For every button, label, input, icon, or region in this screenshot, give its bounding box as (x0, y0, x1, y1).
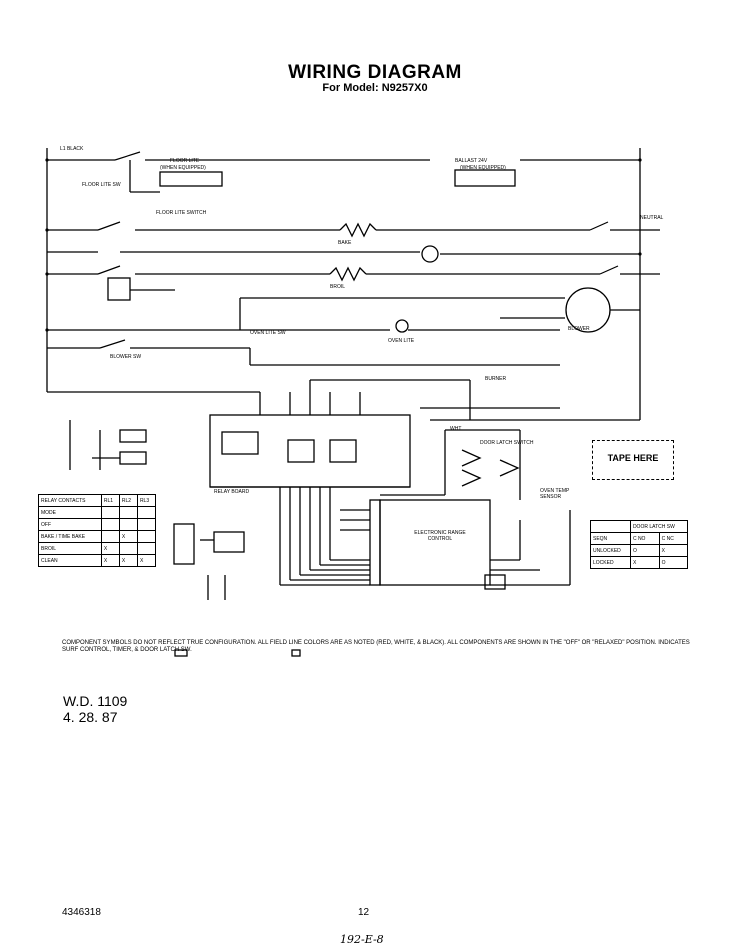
label-blower-sw: BLOWER SW (110, 354, 142, 360)
relay-header-3: RL3 (136, 494, 157, 507)
door-sub-1: C NO (629, 532, 660, 545)
label-floor-lite-sw: FLOOR LITE SW (82, 182, 121, 188)
label-oven-temp-sensor: OVEN TEMP SENSOR (540, 488, 570, 500)
relay-cell: OFF (38, 518, 102, 531)
relay-cell (136, 542, 157, 555)
door-cell: X (658, 544, 689, 557)
tape-here-box: TAPE HERE (592, 440, 674, 480)
relay-contacts-table: RELAY CONTACTS RL1 RL2 RL3 MODE OFF BAKE… (38, 494, 157, 567)
legend-text: INDICATES SURF CONTROL, TIMER, & DOOR LA… (62, 640, 690, 653)
relay-cell (100, 506, 120, 519)
door-sub-0: SEQN (590, 532, 631, 545)
relay-cell: X (118, 554, 138, 567)
label-bake: BAKE (338, 240, 352, 246)
label-electronic-range-control: ELECTRONIC RANGE CONTROL (414, 530, 466, 542)
relay-cell (136, 518, 157, 531)
relay-cell: MODE (38, 506, 102, 519)
door-cell: O (629, 544, 660, 557)
label-ballast: BALLAST 24V (455, 158, 488, 164)
relay-cell (136, 506, 157, 519)
door-cell: LOCKED (590, 556, 631, 569)
wd-block: W.D. 1109 4. 28. 87 (63, 693, 127, 725)
relay-header-1: RL1 (100, 494, 120, 507)
label-burner: BURNER (485, 376, 507, 382)
label-wht: WHT (450, 426, 462, 432)
relay-cell: X (100, 554, 120, 567)
door-sub-2: C NC (658, 532, 689, 545)
relay-cell: BROIL (38, 542, 102, 555)
label-oven-lite: OVEN LITE (388, 338, 415, 344)
relay-cell: X (100, 542, 120, 555)
relay-cell (136, 530, 157, 543)
door-header-1: DOOR LATCH SW (629, 520, 689, 533)
label-oven-lite-sw: OVEN LITE SW (250, 330, 286, 336)
relay-cell (118, 542, 138, 555)
wd-date: 4. 28. 87 (63, 709, 118, 725)
door-cell: X (629, 556, 660, 569)
door-latch-table: DOOR LATCH SW SEQN C NO C NC UNLOCKED O … (590, 520, 689, 569)
relay-cell: X (118, 530, 138, 543)
label-when-equipped-1: (WHEN EQUIPPED) (160, 165, 206, 171)
label-neutral: NEUTRAL (640, 215, 664, 221)
relay-cell: BAKE / TIME BAKE (38, 530, 102, 543)
label-blower: BLOWER (568, 326, 590, 332)
label-door-latch-switch: DOOR LATCH SWITCH (480, 440, 534, 446)
door-cell: UNLOCKED (590, 544, 631, 557)
relay-header-2: RL2 (118, 494, 138, 507)
note-text: COMPONENT SYMBOLS DO NOT REFLECT TRUE CO… (62, 640, 657, 646)
label-floor-lite: FLOOR LITE (170, 158, 200, 164)
page-title: WIRING DIAGRAM (288, 62, 462, 83)
relay-cell: CLEAN (38, 554, 102, 567)
relay-cell: X (136, 554, 157, 567)
page-number: 12 (358, 907, 370, 918)
label-floor-lite-switch: FLOOR LITE SWITCH (156, 210, 207, 216)
relay-cell (118, 506, 138, 519)
door-cell: O (658, 556, 689, 569)
part-number: 4346318 (62, 907, 101, 918)
label-black: L1 BLACK (60, 146, 84, 152)
relay-cell (100, 530, 120, 543)
label-when-equipped-2: (WHEN EQUIPPED) (460, 165, 506, 171)
relay-cell (100, 518, 120, 531)
label-broil: BROIL (330, 284, 346, 290)
relay-header-0: RELAY CONTACTS (38, 494, 102, 507)
handwritten-note: 192-E-8 (340, 933, 384, 946)
label-relay-board: RELAY BOARD (214, 489, 250, 495)
model-subtitle: For Model: N9257X0 (322, 82, 428, 94)
wd-number: W.D. 1109 (63, 693, 128, 709)
relay-cell (118, 518, 138, 531)
door-header-0 (590, 520, 631, 533)
component-note: COMPONENT SYMBOLS DO NOT REFLECT TRUE CO… (62, 640, 702, 654)
